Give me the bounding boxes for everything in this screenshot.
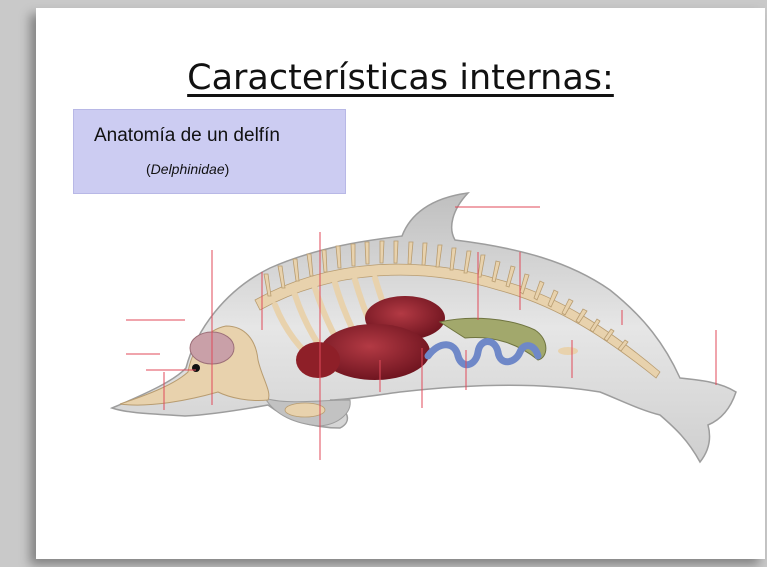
- heart: [296, 342, 340, 378]
- slide: Características internas: Anatomía de un…: [36, 8, 765, 559]
- eye: [192, 364, 200, 372]
- dolphin-anatomy-diagram: [36, 8, 765, 559]
- lower-jaw-bone: [285, 403, 325, 417]
- pelvic-bone: [558, 347, 578, 355]
